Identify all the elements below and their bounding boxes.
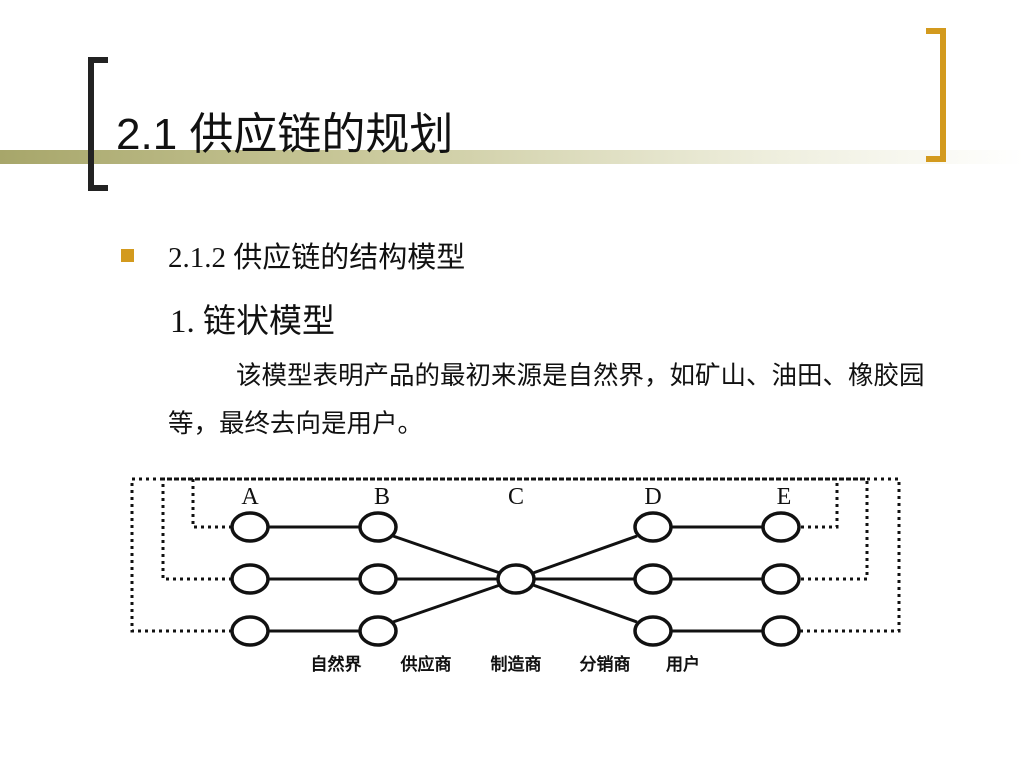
column-label-a: A [241,484,259,510]
node-b-1 [358,511,398,543]
chain-nodes [230,511,801,647]
section-title: 供应链的结构模型 [233,240,466,274]
feedback-loop-row-2 [161,477,869,581]
right-bracket-decoration [926,28,946,162]
slide-title: 2.1 供应链的规划 [116,110,454,159]
node-b-2 [358,563,398,595]
column-label-d: D [644,484,661,510]
node-a-1 [230,511,270,543]
node-e-2 [761,563,801,595]
chain-links [268,525,763,633]
role-label-supplier: 供应商 [400,654,452,675]
left-bracket-decoration [88,57,108,191]
role-label-nature: 自然界 [311,654,362,675]
node-e-3 [761,615,801,647]
node-a-3 [230,615,270,647]
bullet-square-icon [121,249,134,262]
chain-model-diagram: A B C D E 自然界 供应商 制造商 分销商 用户 [130,477,901,675]
description-paragraph: 该模型表明产品的最初来源是自然界，如矿山、油田、橡胶园等，最终去向是用户。 [168,361,925,439]
column-label-b: B [374,484,390,510]
node-d-1 [633,511,673,543]
model-title: 1. 链状模型 [170,304,335,340]
node-a-2 [230,563,270,595]
node-b-3 [358,615,398,647]
column-label-e: E [777,484,792,510]
title-underline-bar [0,150,1024,164]
role-label-manufacturer: 制造商 [491,654,542,675]
node-d-3 [633,615,673,647]
node-d-2 [633,563,673,595]
feedback-loops [130,477,901,633]
column-label-c: C [508,484,524,510]
role-label-distributor: 分销商 [580,654,631,675]
section-heading: 2.1.2 供应链的结构模型 [168,234,465,276]
role-label-user: 用户 [666,654,700,675]
node-c [496,563,536,595]
section-number: 2.1.2 [168,242,226,274]
node-e-1 [761,511,801,543]
